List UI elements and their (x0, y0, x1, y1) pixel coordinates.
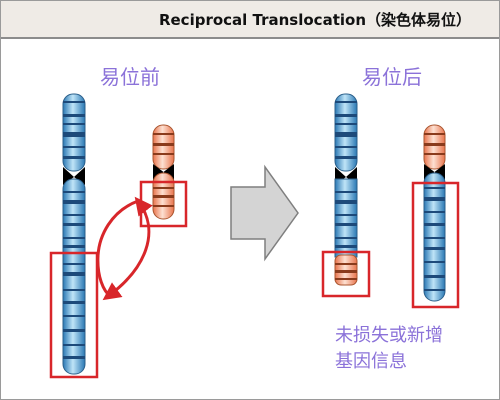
segment-box-large-before (49, 251, 99, 379)
chromosome-large-after (334, 93, 358, 286)
segment-box-large-after (321, 250, 371, 298)
title-bar: Reciprocal Translocation（染色体易位） (1, 1, 499, 39)
info-note-line-2: 基因信息 (335, 351, 407, 372)
right-arrow-icon (230, 164, 299, 262)
chromosome-small-after (423, 124, 446, 302)
exchange-arrow-stroke (96, 199, 139, 299)
info-note-line-1: 未损失或新增 (335, 325, 443, 346)
curved-double-arrow-icon (102, 196, 153, 301)
before-label: 易位前 (100, 65, 160, 89)
diagram-title: Reciprocal Translocation（染色体易位） (158, 11, 471, 29)
after-label: 易位后 (362, 65, 422, 89)
segment-box-small-after (411, 181, 460, 309)
chromosome-small-before (152, 124, 175, 220)
info-note: 未损失或新增 基因信息 (335, 323, 443, 375)
chromosome-large-before (62, 93, 86, 375)
